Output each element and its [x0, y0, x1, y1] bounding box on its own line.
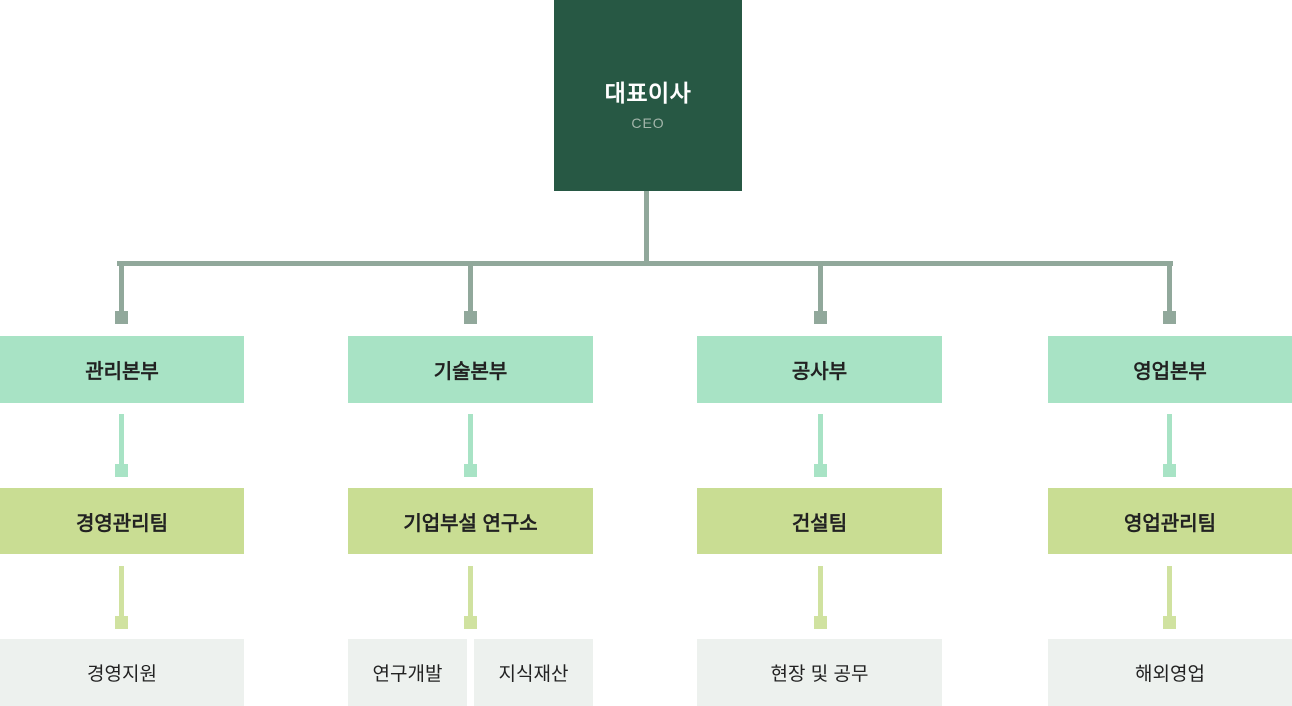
division-team-line-col4: [1167, 414, 1172, 465]
division-label: 공사부: [791, 361, 848, 383]
division-team-cap-col4: [1163, 464, 1176, 477]
division-box-technology-hq: 기술본부: [348, 336, 593, 403]
division-team-line-col3: [818, 414, 823, 465]
unit-box-intellectual-property: 지식재산: [474, 639, 593, 706]
division-label: 관리본부: [85, 361, 159, 383]
team-label: 경영관리팀: [76, 512, 168, 535]
team-unit-line-col2: [468, 566, 473, 617]
branch-drop-line-col4: [1167, 261, 1172, 312]
team-unit-cap-col1: [115, 616, 128, 629]
ceo-subtitle: CEO: [631, 115, 665, 131]
unit-label: 해외영업: [1135, 664, 1205, 685]
unit-label: 경영지원: [87, 664, 157, 685]
team-unit-line-col4: [1167, 566, 1172, 617]
unit-label: 지식재산: [498, 664, 569, 685]
team-box-research-institute: 기업부설 연구소: [348, 488, 593, 554]
unit-box-site-and-engineering: 현장 및 공무: [697, 639, 942, 706]
team-unit-cap-col2: [464, 616, 477, 629]
branch-drop-cap-col4: [1163, 311, 1176, 324]
team-box-management: 경영관리팀: [0, 488, 244, 554]
branch-drop-cap-col1: [115, 311, 128, 324]
team-unit-line-col3: [818, 566, 823, 617]
team-box-construction-team: 건설팀: [697, 488, 942, 554]
branch-drop-line-col3: [818, 261, 823, 312]
branch-drop-cap-col3: [814, 311, 827, 324]
division-label: 영업본부: [1133, 361, 1207, 383]
team-label: 기업부설 연구소: [403, 512, 538, 535]
team-label: 건설팀: [791, 512, 848, 535]
division-box-management-hq: 관리본부: [0, 336, 244, 403]
ceo-stem-line: [644, 191, 649, 261]
trunk-line: [117, 261, 1173, 266]
branch-drop-cap-col2: [464, 311, 477, 324]
team-unit-line-col1: [119, 566, 124, 617]
division-team-cap-col1: [115, 464, 128, 477]
division-label: 기술본부: [433, 361, 508, 383]
unit-box-rnd: 연구개발: [348, 639, 467, 706]
division-team-cap-col3: [814, 464, 827, 477]
branch-drop-line-col1: [119, 261, 124, 312]
division-team-cap-col2: [464, 464, 477, 477]
unit-label: 연구개발: [372, 664, 443, 685]
team-box-sales-management: 영업관리팀: [1048, 488, 1292, 554]
division-box-construction-dept: 공사부: [697, 336, 942, 403]
division-team-line-col1: [119, 414, 124, 465]
unit-box-management-support: 경영지원: [0, 639, 244, 706]
team-unit-cap-col3: [814, 616, 827, 629]
branch-drop-line-col2: [468, 261, 473, 312]
unit-box-overseas-sales: 해외영업: [1048, 639, 1292, 706]
team-unit-cap-col4: [1163, 616, 1176, 629]
division-box-sales-hq: 영업본부: [1048, 336, 1292, 403]
division-team-line-col2: [468, 414, 473, 465]
unit-label: 현장 및 공무: [770, 664, 869, 685]
ceo-title: 대표이사: [604, 80, 692, 106]
team-label: 영업관리팀: [1124, 512, 1216, 535]
ceo-box: 대표이사 CEO: [554, 0, 742, 191]
